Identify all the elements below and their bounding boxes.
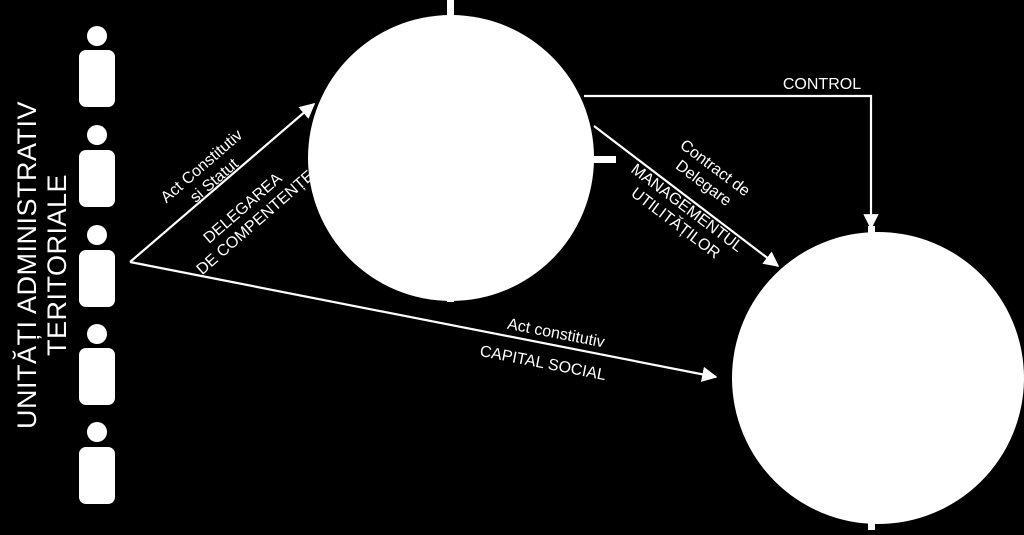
side-title-line2: TERITORIALE: [42, 174, 72, 356]
label-capital-social: CAPITAL SOCIAL: [478, 343, 607, 384]
person-icon: [79, 422, 115, 504]
arrow-to-lower-circle: [129, 260, 718, 382]
arrow-to-upper-circle: [129, 102, 316, 263]
entity-circle-upper: [308, 0, 616, 302]
side-title-line1: UNITĂȚI ADMINISTRATIV: [12, 101, 42, 429]
arrow-control: [584, 94, 879, 230]
person-icon: [79, 125, 115, 207]
connector-lines: [129, 94, 879, 382]
capital-social-text: CAPITAL SOCIAL: [478, 343, 607, 384]
label-control: CONTROL: [783, 76, 861, 93]
arrow-contract-delegare: [593, 125, 780, 267]
person-icon: [79, 26, 115, 107]
person-icon: [79, 225, 115, 307]
person-icon-group: [79, 26, 115, 504]
person-icon: [79, 324, 115, 405]
entity-circle-lower: [732, 226, 1024, 530]
side-title: UNITĂȚI ADMINISTRATIV TERITORIALE: [12, 101, 72, 429]
